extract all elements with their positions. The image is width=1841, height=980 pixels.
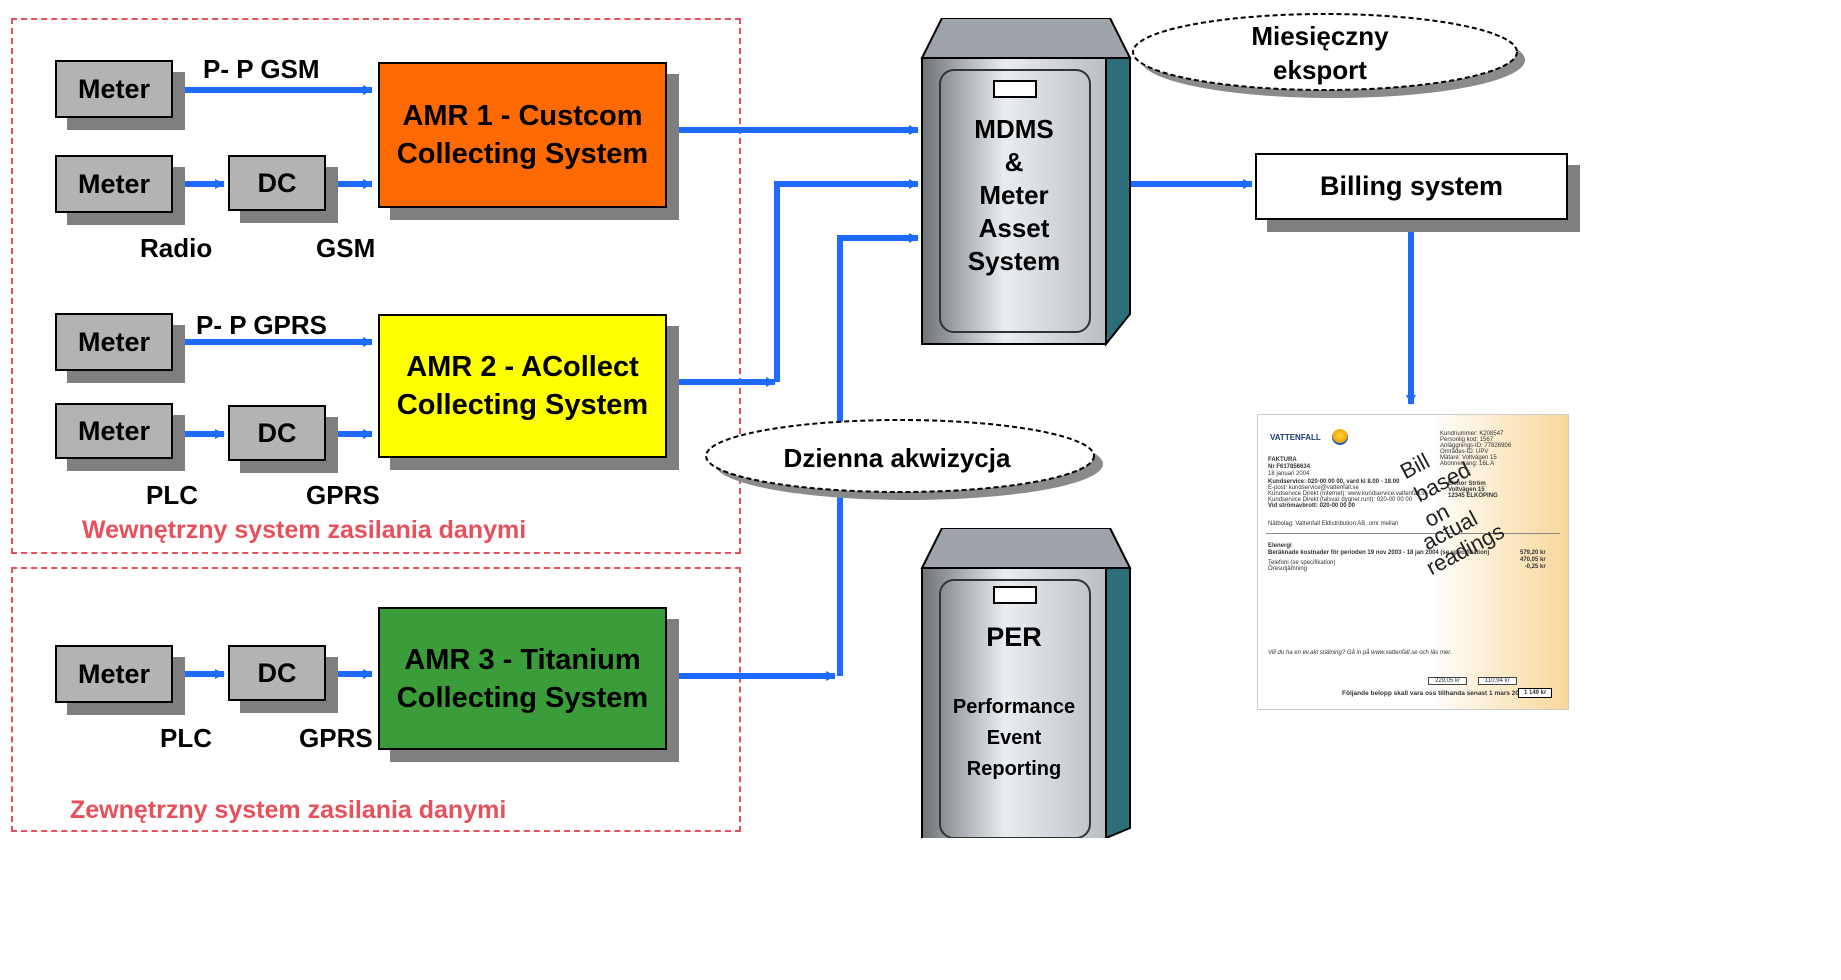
billing-system-label: Billing system [1319,171,1504,201]
mdms-server-shape [920,18,1132,347]
link-label-plc-2: PLC [160,723,212,753]
invoice-document: VATTENFALL Kundnummer: K208547 Personlig… [1257,414,1569,710]
dc-1: DC [228,155,326,211]
meter-1: Meter [55,60,173,118]
per-server: PER Performance Event Reporting [918,528,1138,838]
invoice-pay-text: Följande belopp skall vara oss tillhanda… [1342,690,1527,697]
meter-5-label: Meter [77,658,151,689]
invoice-service-info: Kundservice: 020-00 00 00, vard kl 8.00 … [1268,479,1428,509]
per-description: Performance Event Reporting [952,696,1076,780]
meter-4-label: Meter [77,415,151,446]
daily-acquisition-ellipse: Dzienna akwizycja [700,414,1110,506]
arrow-amr2-mdms [774,179,919,382]
external-region-label: Zewnętrzny system zasilania danymi [70,796,507,824]
billing-system: Billing system [1255,153,1568,220]
invoice-bottom-note: Vill du ha en ev.akt ställning? Gå in på… [1268,650,1452,656]
meter-1-label: Meter [77,73,151,104]
meter-5: Meter [55,645,173,703]
internal-data-feed-region [11,18,741,554]
link-label-p2p-gsm: P- P GSM [203,54,320,84]
link-label-radio: Radio [140,233,213,263]
invoice-section: Elenergi [1268,543,1292,549]
link-label-p2p-gprs: P- P GPRS [196,310,328,340]
invoice-rounding: Öresutjämning [1268,566,1308,572]
mdms-server: MDMS & Meter Asset System [918,18,1138,348]
dc-3-label: DC [257,657,297,688]
invoice-header: FAKTURA Nr F617856634 18 januari 2004 [1268,457,1311,477]
invoice-amount-box-1: 229,05 kr [1428,677,1468,685]
dc-1-label: DC [257,167,297,198]
invoice-amounts: 579,20 kr 470,05 kr -0,25 kr [1520,550,1546,570]
invoice-total: 1 149 kr [1518,688,1553,698]
daily-acquisition-label: Dzienna akwizycja [783,443,1011,473]
dc-2-label: DC [257,417,297,448]
external-data-feed-region [11,567,741,832]
mdms-label: MDMS & Meter Asset System [967,114,1061,276]
internal-region-label: Wewnętrzny system zasilania danymi [82,516,527,544]
link-label-plc-1: PLC [146,480,198,510]
daily-acquisition-ellipse-shape [705,419,1103,500]
meter-3-label: Meter [77,326,151,357]
meter-2-label: Meter [77,168,151,199]
invoice-phone-line: Telefoni (se specifikation) [1268,560,1336,566]
meter-2: Meter [55,155,173,213]
monthly-export-ellipse: Miesięczny eksport [1124,6,1534,106]
per-server-shape [920,528,1132,838]
meter-4: Meter [55,403,173,459]
invoice-address: Elenor Ström Voltvägen 15 12345 ELKÖPING [1448,481,1498,499]
dc-2: DC [228,405,326,461]
link-label-gprs-2: GPRS [299,723,373,753]
link-label-gprs-1: GPRS [306,480,380,510]
monthly-export-label: Miesięczny eksport [1251,21,1389,85]
invoice-divider [1266,533,1560,534]
per-title: PER [986,622,1042,652]
invoice-customer-info: Kundnummer: K208547 Personlig kod: 1567 … [1440,431,1512,467]
arrow-amr3-mdms [837,233,919,676]
monthly-export-ellipse-shape [1132,13,1525,98]
meter-3: Meter [55,313,173,371]
vattenfall-sun-icon [1332,429,1348,445]
invoice-brand: VATTENFALL [1270,433,1321,442]
invoice-network: Nätbolag: Vattenfall Eldistribution AB, … [1268,521,1399,527]
link-label-gsm: GSM [316,233,376,263]
invoice-period-line: Beräknade kostnader för perioden 19 nov … [1268,550,1490,556]
invoice-amount-box-2: 110,94 kr [1478,677,1517,685]
dc-3: DC [228,645,326,701]
vattenfall-logo: VATTENFALL [1270,429,1348,447]
